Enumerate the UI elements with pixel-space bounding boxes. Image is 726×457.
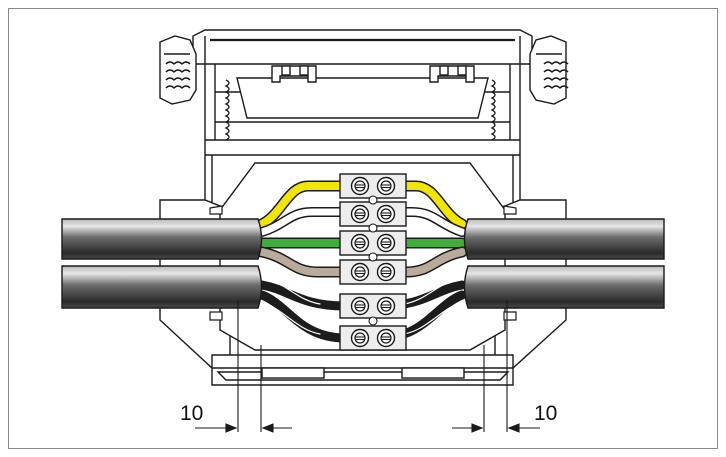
terminal-screw-icon	[376, 328, 396, 348]
terminal-block-1	[339, 173, 407, 199]
terminal-block-5	[339, 293, 407, 319]
terminal-strip	[339, 173, 407, 351]
dimension-arrow-icon	[507, 423, 520, 433]
cable-bottom-left	[61, 265, 263, 309]
dimension-right	[452, 300, 540, 433]
cable-bottom-right	[463, 265, 665, 309]
cable-clamps	[209, 205, 517, 321]
terminal-block-6	[339, 325, 407, 351]
terminal-block-3	[339, 230, 407, 256]
terminal-screw-icon	[350, 176, 370, 196]
terminal-screw-icon	[376, 233, 396, 253]
dimension-arrow-icon	[471, 423, 484, 433]
dimension-arrow-icon	[225, 423, 238, 433]
terminal-block-2	[339, 201, 407, 227]
terminal-screw-icon	[376, 176, 396, 196]
terminal-block-4	[339, 259, 407, 285]
dimension-left	[195, 300, 292, 433]
dimension-arrow-icon	[261, 423, 274, 433]
wire-black-1-left	[257, 280, 350, 311]
terminal-screw-icon	[376, 296, 396, 316]
wire-black-2-left	[257, 290, 350, 343]
terminal-screw-icon	[350, 296, 370, 316]
cables	[61, 218, 665, 309]
cable-top-right	[463, 218, 665, 260]
terminal-screw-icon	[376, 262, 396, 282]
cable-top-left	[61, 218, 263, 260]
dimension-label-right: 10	[534, 402, 557, 425]
terminal-screw-icon	[376, 204, 396, 224]
terminal-screw-icon	[350, 262, 370, 282]
terminal-screw-icon	[350, 233, 370, 253]
terminal-screw-icon	[350, 204, 370, 224]
terminal-screw-icon	[350, 328, 370, 348]
dimension-label-left: 10	[180, 402, 203, 425]
